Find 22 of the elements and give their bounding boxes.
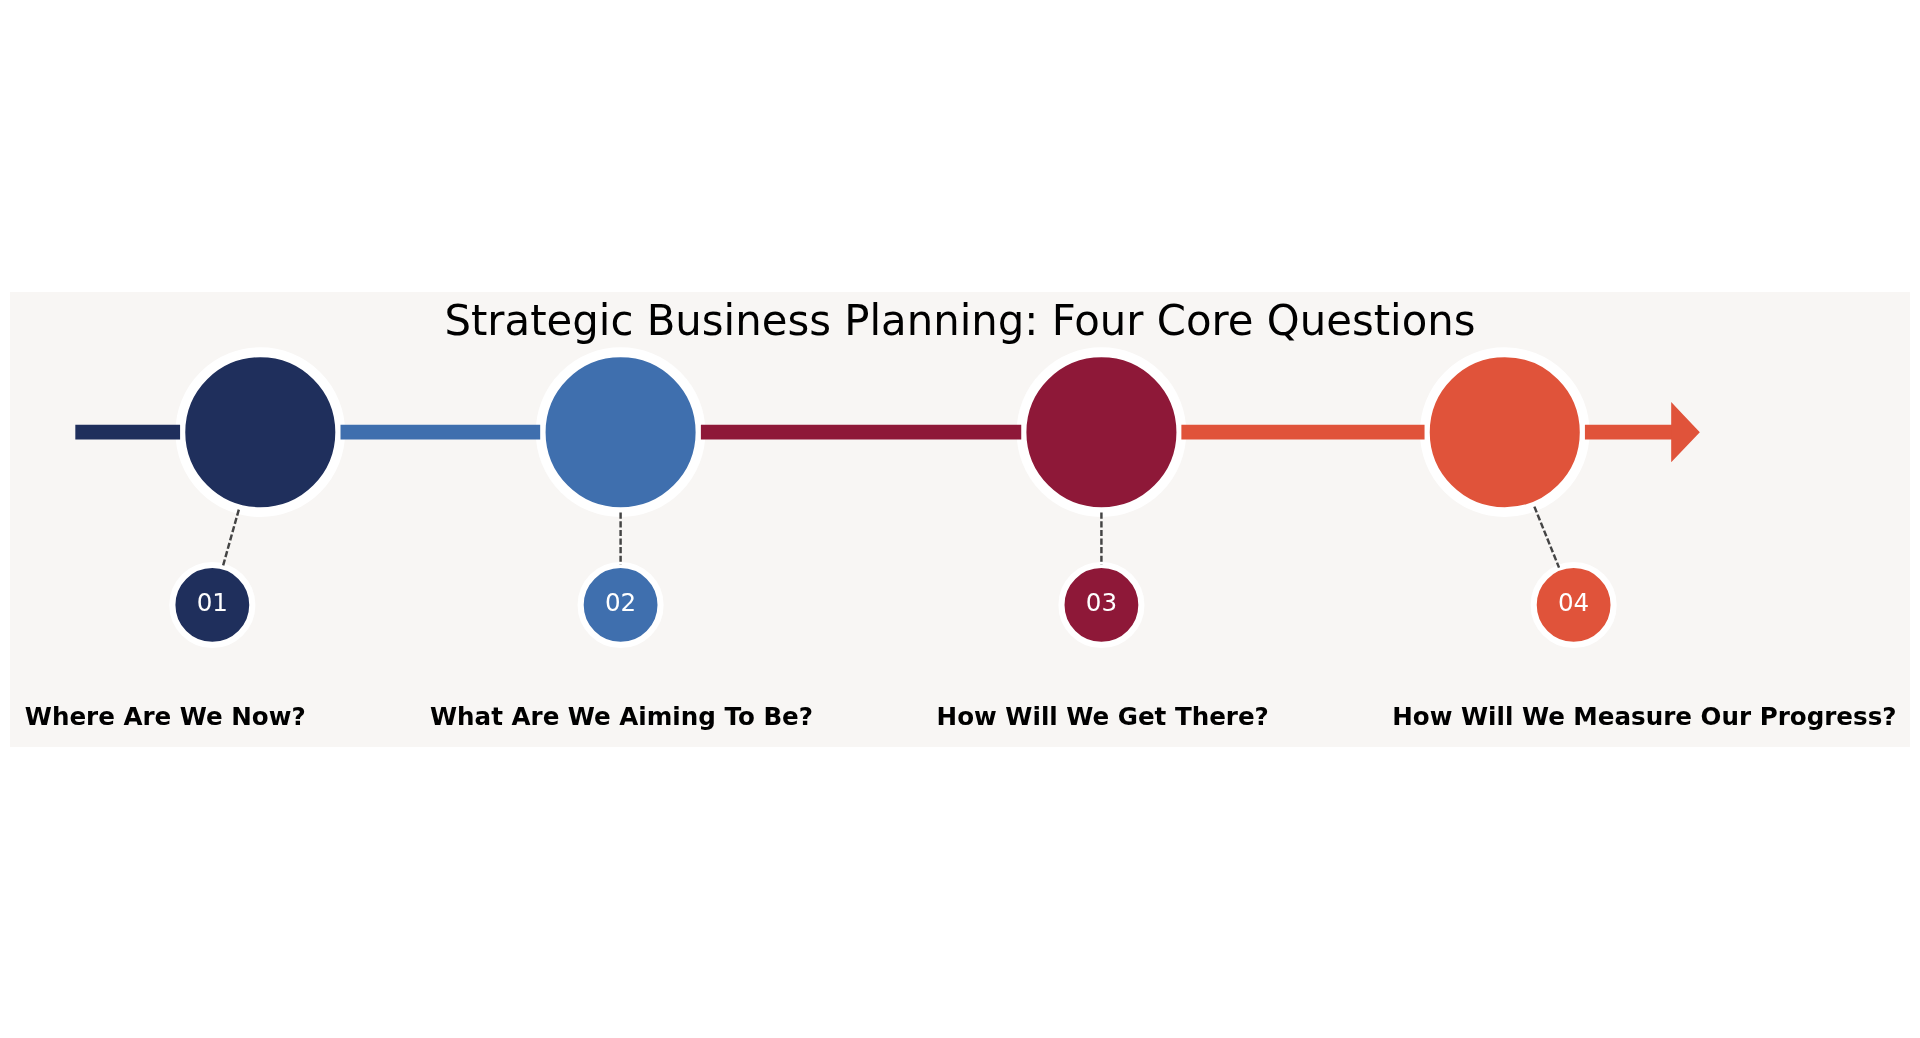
node-circle [535,346,706,517]
connector [1533,505,1561,568]
node-circle: 01 [169,561,256,648]
node-circle [175,346,346,517]
node-label: How Will We Get There? [936,701,1269,731]
node-circle: 03 [1058,561,1145,648]
node-label: How Will We Measure Our Progress? [1392,701,1897,731]
node-circle: 02 [577,561,664,648]
node-label: What Are We Aiming To Be? [429,701,814,731]
connector [75,424,181,440]
arrow [1584,401,1700,462]
connector [619,512,622,565]
connector [1100,512,1103,565]
node-circle [1419,346,1590,517]
node-circle: 04 [1530,561,1617,648]
connector [221,508,240,567]
connector [340,424,541,440]
node-circle [1016,346,1187,517]
diagram-title: Strategic Business Planning: Four Core Questions [444,295,1476,345]
connector [1181,424,1425,440]
connector [700,424,1022,440]
node-label: Where Are We Now? [24,701,306,731]
